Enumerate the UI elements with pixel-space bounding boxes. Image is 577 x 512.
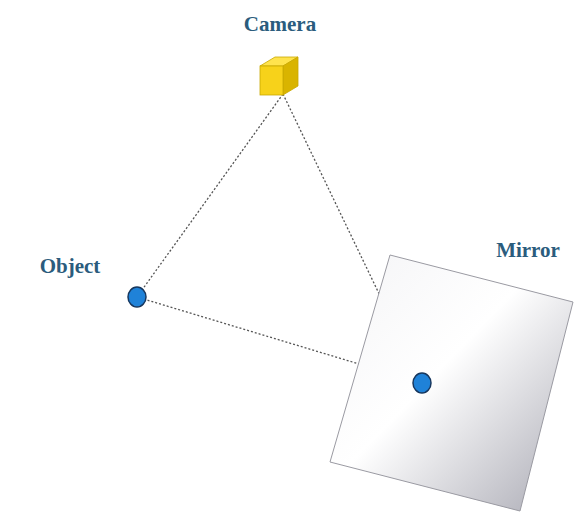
sight-line xyxy=(143,94,283,288)
node-heading: Object xyxy=(40,254,101,278)
mirror-node: Mirror xyxy=(328,253,577,512)
node-heading: Mirror xyxy=(496,238,560,262)
cube-side xyxy=(283,57,298,95)
reflection-point xyxy=(413,373,431,393)
camera-node: Camera xyxy=(256,50,302,100)
camera-cube xyxy=(256,50,302,100)
object-dot xyxy=(125,285,149,309)
mirror-plane xyxy=(328,253,577,512)
node-heading: Camera xyxy=(244,12,316,36)
object-point xyxy=(128,287,146,307)
cube-front xyxy=(260,66,283,95)
object-node: Object xyxy=(125,285,149,309)
mirror-surface xyxy=(330,255,573,511)
